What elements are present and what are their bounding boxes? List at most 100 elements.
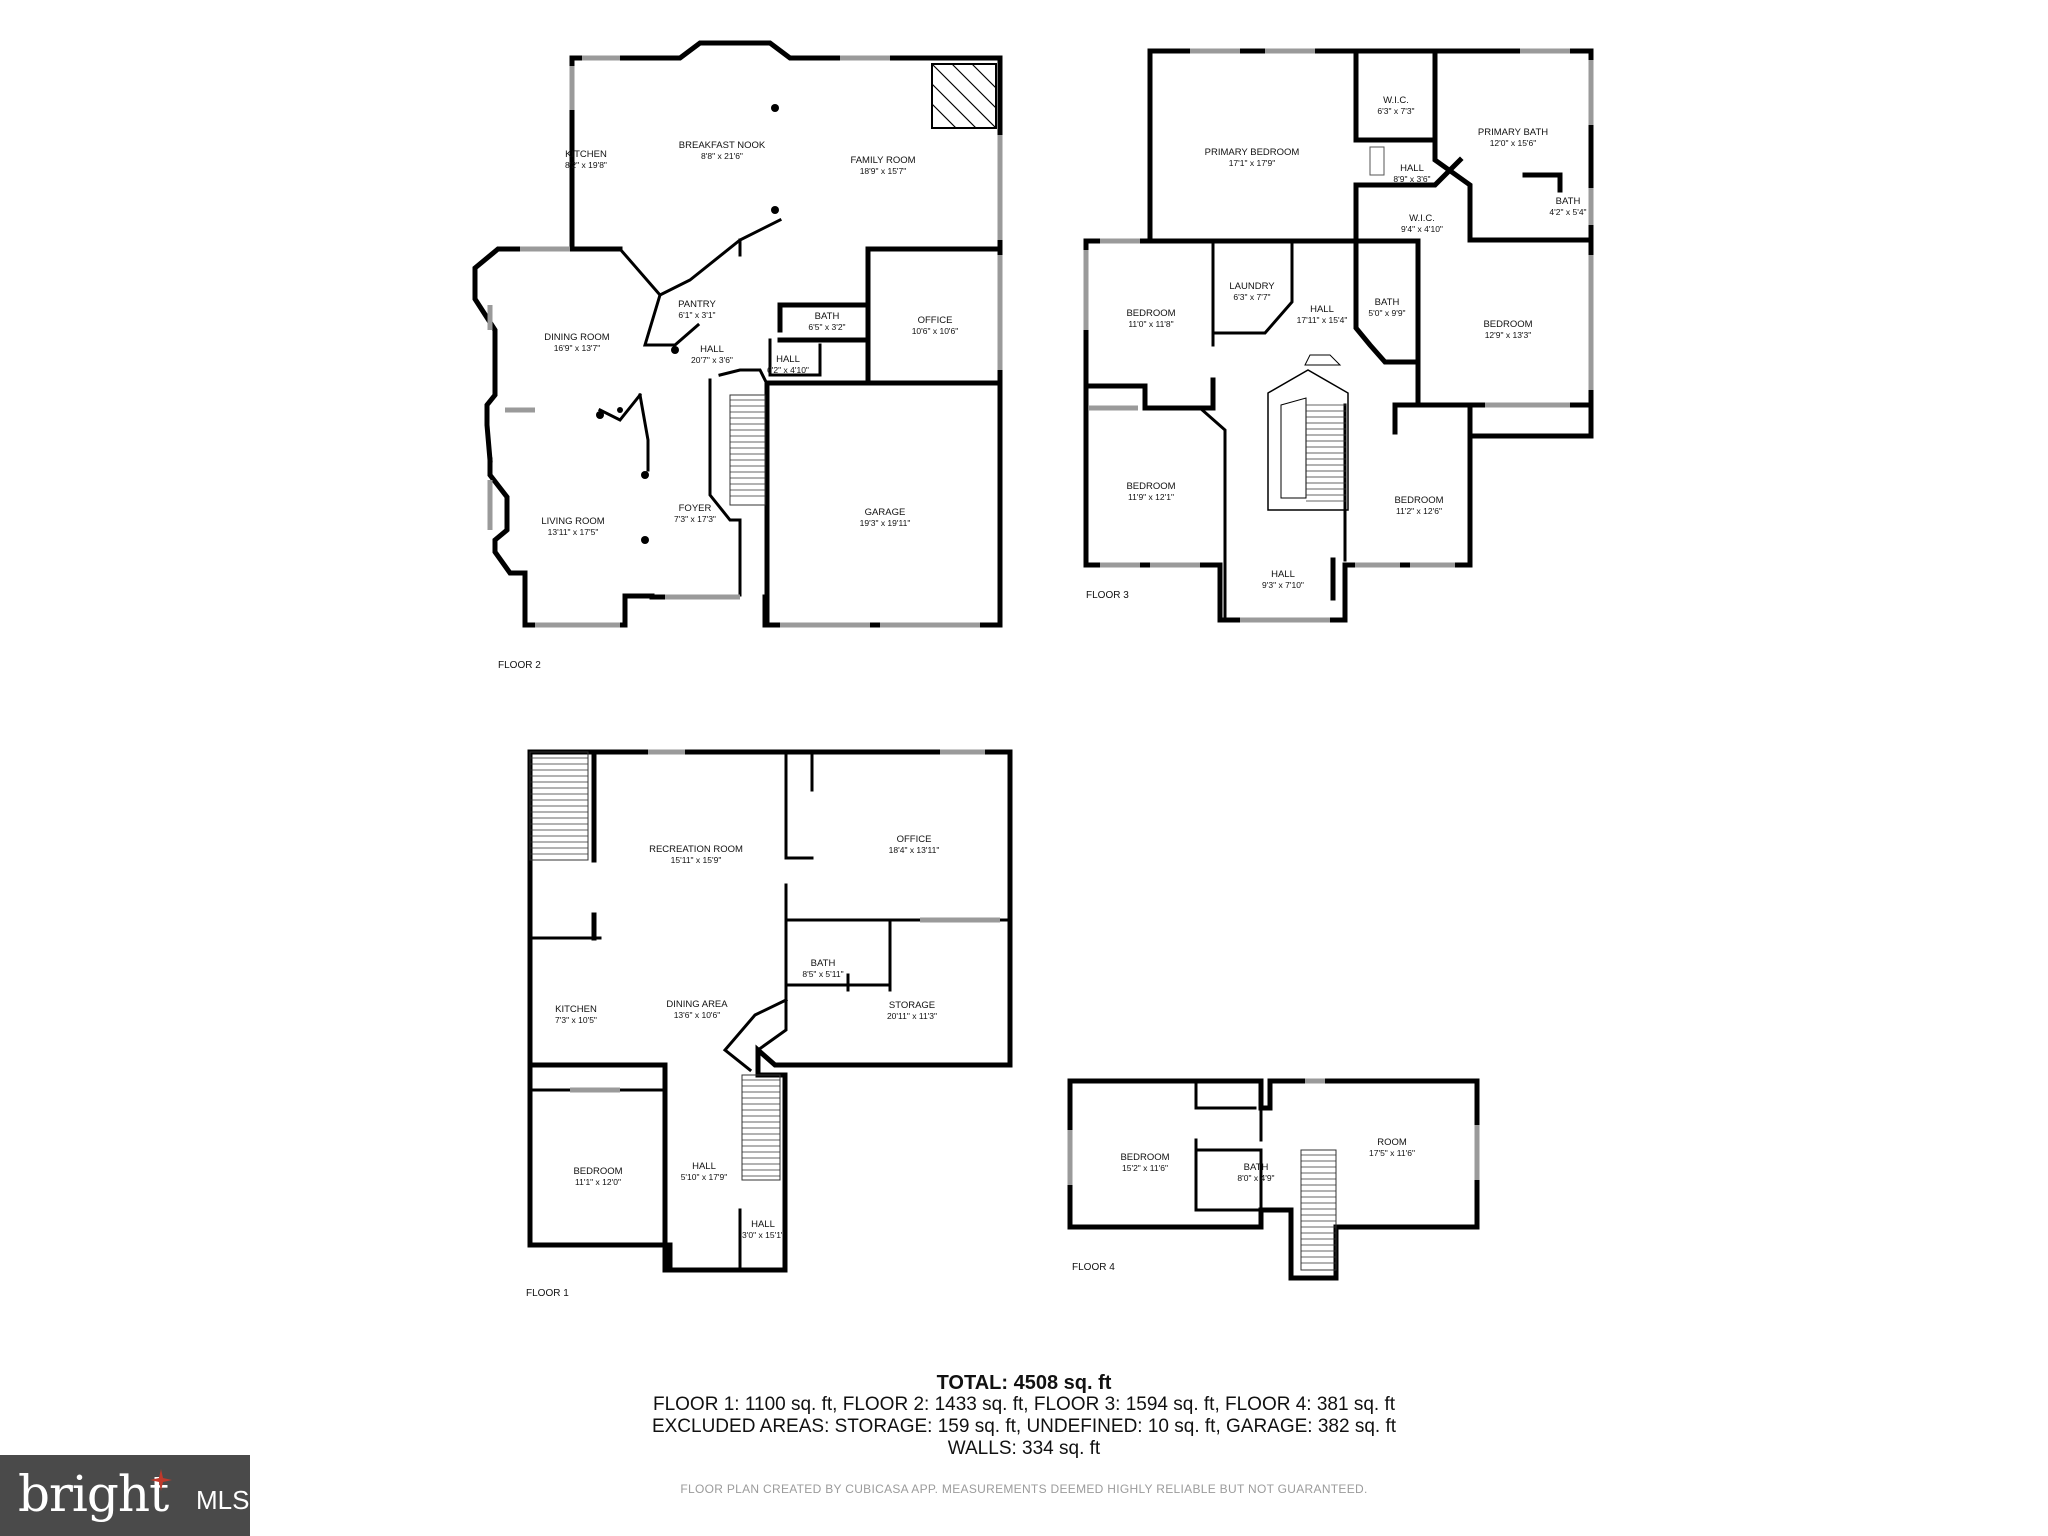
room-dimensions: 13'6" x 10'6" xyxy=(674,1010,721,1020)
room-dimensions: 6'5" x 3'2" xyxy=(808,322,845,332)
floor-1-plan xyxy=(527,749,1013,1273)
room-dimensions: 18'9" x 15'7" xyxy=(860,166,907,176)
stairs-floor-2 xyxy=(729,394,766,506)
room-name: FOYER xyxy=(679,503,712,514)
floor-4-label: FLOOR 4 xyxy=(1072,1262,1115,1273)
room-dimensions: 11'9" x 12'1" xyxy=(1128,492,1174,502)
room-dimensions: 8'5" x 5'11" xyxy=(802,969,843,979)
room-dimensions: 11'1" x 12'0" xyxy=(575,1177,621,1187)
room-name: OFFICE xyxy=(897,834,932,845)
bright-mls-logo: bright MLS xyxy=(0,1455,250,1536)
room-name: DINING AREA xyxy=(666,999,728,1010)
room-name: LIVING ROOM xyxy=(541,516,604,527)
room-name: BATH xyxy=(1244,1162,1269,1173)
excluded-areas: EXCLUDED AREAS: STORAGE: 159 sq. ft, UND… xyxy=(651,1416,1397,1437)
room-name: BEDROOM xyxy=(573,1166,622,1177)
room-name: BREAKFAST NOOK xyxy=(679,140,766,151)
room-dimensions: 8'2" x 19'8" xyxy=(565,160,607,170)
room-dimensions: 13'11" x 17'5" xyxy=(548,527,599,537)
room-name: W.I.C. xyxy=(1383,95,1409,106)
room-dimensions: 17'5" x 11'6" xyxy=(1369,1148,1415,1158)
area-summary: TOTAL: 4508 sq. ft FLOOR 1: 1100 sq. ft,… xyxy=(524,1372,1524,1460)
room-name: PRIMARY BATH xyxy=(1478,127,1548,138)
room-name: GARAGE xyxy=(865,507,906,518)
room-name: BATH xyxy=(815,311,840,322)
room-name: BEDROOM xyxy=(1126,481,1175,492)
room-name: HALL xyxy=(1310,304,1334,315)
room-name: HALL xyxy=(751,1219,775,1230)
disclaimer: FLOOR PLAN CREATED BY CUBICASA APP. MEAS… xyxy=(680,1482,1368,1496)
room-name: ROOM xyxy=(1377,1137,1407,1148)
floor-3-room-labels: PRIMARY BEDROOM 17'1" x 17'9" W.I.C. 6'3… xyxy=(1126,95,1586,590)
room-name: KITCHEN xyxy=(555,1004,597,1015)
room-name: HALL xyxy=(692,1161,716,1172)
room-dimensions: 8'0" x 4'9" xyxy=(1237,1173,1274,1183)
room-dimensions: 5'0" x 9'9" xyxy=(1368,308,1405,318)
room-name: BATH xyxy=(1556,196,1581,207)
room-dimensions: 9'3" x 7'10" xyxy=(1262,580,1304,590)
room-dimensions: 7'3" x 10'5" xyxy=(555,1015,597,1025)
room-dimensions: 16'9" x 13'7" xyxy=(554,343,601,353)
room-name: FAMILY ROOM xyxy=(850,155,915,166)
room-dimensions: 20'11" x 11'3" xyxy=(887,1011,937,1021)
room-dimensions: 17'1" x 17'9" xyxy=(1229,158,1276,168)
floor-3-label: FLOOR 3 xyxy=(1086,590,1129,601)
room-dimensions: 5'10" x 17'9" xyxy=(681,1172,728,1182)
room-dimensions: 15'11" x 15'9" xyxy=(671,855,722,865)
total-area: TOTAL: 4508 sq. ft xyxy=(936,1372,1112,1394)
floor-2-room-labels: KITCHEN 8'2" x 19'8" BREAKFAST NOOK 8'8"… xyxy=(541,140,958,537)
room-name: PRIMARY BEDROOM xyxy=(1205,147,1300,158)
floor-1-label: FLOOR 1 xyxy=(526,1288,569,1299)
room-name: BEDROOM xyxy=(1120,1152,1169,1163)
room-name: RECREATION ROOM xyxy=(649,844,743,855)
room-name: W.I.C. xyxy=(1409,213,1435,224)
room-name: KITCHEN xyxy=(565,149,607,160)
room-name: HALL xyxy=(1400,163,1424,174)
room-dimensions: 4'2" x 5'4" xyxy=(1549,207,1586,217)
room-name: BATH xyxy=(811,958,836,969)
room-name: BEDROOM xyxy=(1394,495,1443,506)
room-dimensions: 7'3" x 17'3" xyxy=(674,514,716,524)
room-name: HALL xyxy=(1271,569,1295,580)
room-name: BEDROOM xyxy=(1126,308,1175,319)
room-dimensions: 3'0" x 15'1" xyxy=(742,1230,784,1240)
room-dimensions: 6'2" x 4'10" xyxy=(767,365,809,375)
logo-suffix: MLS xyxy=(196,1485,250,1515)
room-name: DINING ROOM xyxy=(544,332,610,343)
room-dimensions: 19'3" x 19'11" xyxy=(860,518,911,528)
room-dimensions: 17'11" x 15'4" xyxy=(1297,315,1348,325)
floor-2-label: FLOOR 2 xyxy=(498,660,541,671)
room-dimensions: 6'1" x 3'1" xyxy=(678,310,715,320)
room-name: HALL xyxy=(700,344,724,355)
floor-4-room-labels: BEDROOM 15'2" x 11'6" BATH 8'0" x 4'9" R… xyxy=(1120,1137,1415,1183)
room-name: STORAGE xyxy=(889,1000,935,1011)
room-dimensions: 6'3" x 7'3" xyxy=(1377,106,1414,116)
room-dimensions: 9'4" x 4'10" xyxy=(1401,224,1443,234)
room-dimensions: 20'7" x 3'6" xyxy=(691,355,733,365)
wall-area: WALLS: 334 sq. ft xyxy=(947,1438,1101,1459)
room-dimensions: 12'0" x 15'6" xyxy=(1490,138,1537,148)
room-dimensions: 10'6" x 10'6" xyxy=(912,326,959,336)
floor-areas: FLOOR 1: 1100 sq. ft, FLOOR 2: 1433 sq. … xyxy=(652,1394,1396,1415)
room-dimensions: 8'9" x 3'6" xyxy=(1393,174,1430,184)
floor-4-plan xyxy=(1067,1078,1480,1281)
room-name: LAUNDRY xyxy=(1229,281,1275,292)
room-dimensions: 18'4" x 13'11" xyxy=(889,845,940,855)
room-dimensions: 15'2" x 11'6" xyxy=(1122,1163,1168,1173)
floor-3-plan xyxy=(1083,48,1594,623)
room-name: HALL xyxy=(776,354,800,365)
room-dimensions: 8'8" x 21'6" xyxy=(701,151,743,161)
floor-2-plan xyxy=(472,40,1003,628)
room-name: BATH xyxy=(1375,297,1400,308)
logo-brand: bright xyxy=(18,1465,169,1523)
room-dimensions: 11'0" x 11'8" xyxy=(1128,319,1173,329)
sparkle-icon xyxy=(150,1469,172,1491)
room-dimensions: 11'2" x 12'6" xyxy=(1396,506,1442,516)
room-name: PANTRY xyxy=(678,299,716,310)
room-dimensions: 12'9" x 13'3" xyxy=(1485,330,1532,340)
floor-1-room-labels: RECREATION ROOM 15'11" x 15'9" OFFICE 18… xyxy=(555,834,939,1240)
room-name: BEDROOM xyxy=(1483,319,1532,330)
room-name: OFFICE xyxy=(918,315,953,326)
room-dimensions: 6'3" x 7'7" xyxy=(1233,292,1270,302)
